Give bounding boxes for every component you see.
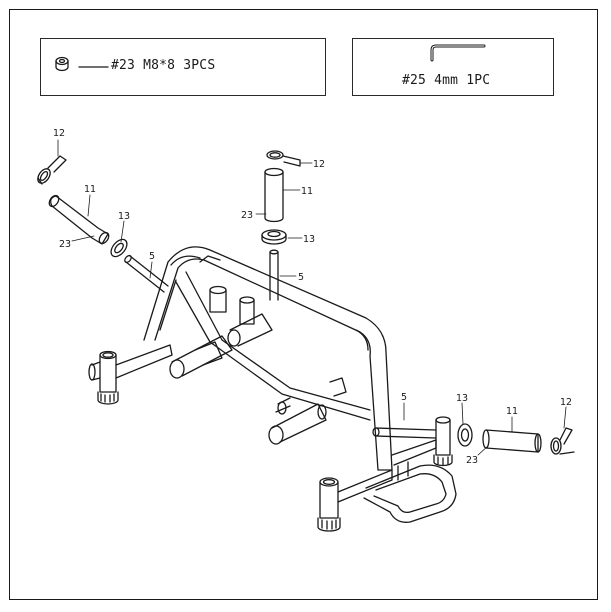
bolt-spec-text: #23 M8*8 3PCS xyxy=(111,58,216,73)
callout-left-23: 23 xyxy=(59,239,71,250)
callout-left-11: 11 xyxy=(84,184,96,195)
left-exploded-parts xyxy=(37,139,169,293)
hardware-box-hex-key xyxy=(352,38,554,96)
callout-top-12: 12 xyxy=(313,159,325,170)
callout-right-12: 12 xyxy=(560,397,572,408)
callout-right-13: 13 xyxy=(456,393,468,404)
allen-key-icon xyxy=(430,44,486,62)
right-exploded-parts xyxy=(403,402,575,456)
callout-top-11: 11 xyxy=(301,186,313,197)
bolt-head-icon xyxy=(55,56,69,72)
callout-left-5: 5 xyxy=(149,251,155,262)
bench-frame xyxy=(88,246,457,532)
callout-top-23: 23 xyxy=(241,210,253,221)
callout-right-23: 23 xyxy=(466,455,478,466)
top-exploded-parts xyxy=(255,150,313,301)
hex-key-spec-text: #25 4mm 1PC xyxy=(402,73,491,88)
diagram-frame xyxy=(9,9,598,600)
callout-right-5: 5 xyxy=(401,392,407,403)
callout-left-13: 13 xyxy=(118,211,130,222)
callout-right-11: 11 xyxy=(506,406,518,417)
callout-left-12: 12 xyxy=(53,128,65,139)
callout-top-5: 5 xyxy=(298,272,304,283)
callout-top-13: 13 xyxy=(303,234,315,245)
